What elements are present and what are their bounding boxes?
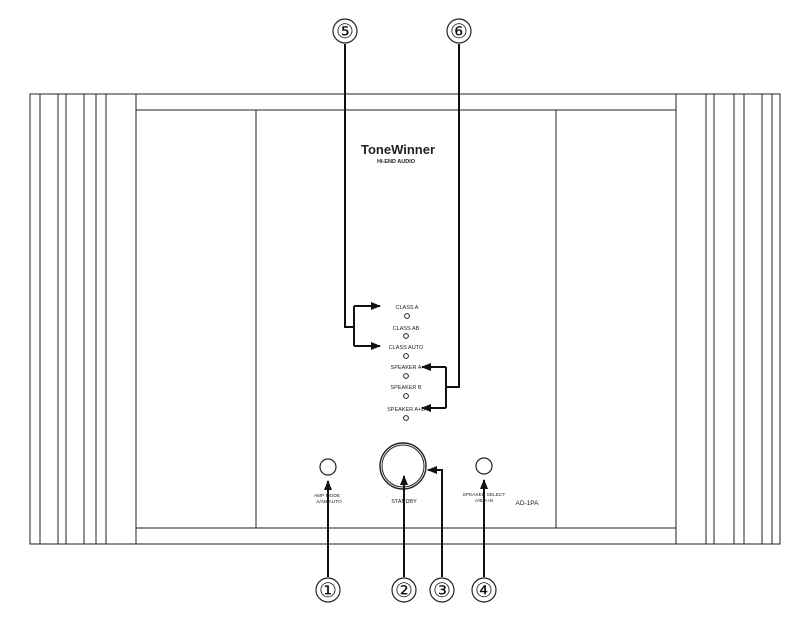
callout-3: ③ (429, 577, 455, 603)
speaker-select-button[interactable] (475, 457, 493, 475)
callout-6: ⑥ (446, 18, 472, 44)
indicator-led-speaker-b (403, 393, 409, 399)
indicator-label-speaker-ab: SPEAKER A+B (387, 407, 425, 413)
callout-5: ⑤ (332, 18, 358, 44)
callout-4-number: ④ (475, 580, 493, 602)
callout-1-number: ① (319, 580, 337, 602)
callout-4: ④ (471, 577, 497, 603)
callout-6-leader (421, 44, 460, 412)
indicator-column: CLASS A CLASS AB CLASS AUTO SPEAKER A SP… (387, 305, 425, 421)
callout-1: ① (315, 577, 341, 603)
callout-3-leader (427, 466, 443, 577)
indicator-led-class-ab (403, 333, 409, 339)
model-label: AD-1PA (516, 500, 540, 507)
front-panel (135, 93, 677, 545)
indicator-label-speaker-b: SPEAKER B (390, 385, 422, 391)
indicator-label-class-ab: CLASS AB (393, 326, 420, 332)
indicator-led-class-a (404, 313, 410, 319)
callout-6-number: ⑥ (450, 21, 468, 43)
callout-5-leader (344, 44, 381, 350)
callout-2-number: ② (395, 580, 413, 602)
indicator-label-speaker-a: SPEAKER A (391, 365, 422, 371)
indicator-led-class-auto (403, 353, 409, 359)
indicator-label-class-a: CLASS A (396, 305, 419, 311)
indicator-led-speaker-ab (403, 415, 409, 421)
callout-2: ② (391, 577, 417, 603)
brand-tagline: HI-END AUDIO (377, 159, 416, 165)
amp-mode-button[interactable] (319, 458, 337, 476)
brand-logo: ToneWinner (361, 142, 435, 157)
indicator-led-speaker-a (403, 373, 409, 379)
callout-3-number: ③ (433, 580, 451, 602)
right-heatsink (675, 93, 781, 545)
callout-5-number: ⑤ (336, 21, 354, 43)
indicator-label-class-auto: CLASS AUTO (389, 345, 424, 351)
amp-mode-label-line2: A/AB/AUTO (316, 499, 342, 505)
left-heatsink (29, 93, 137, 545)
